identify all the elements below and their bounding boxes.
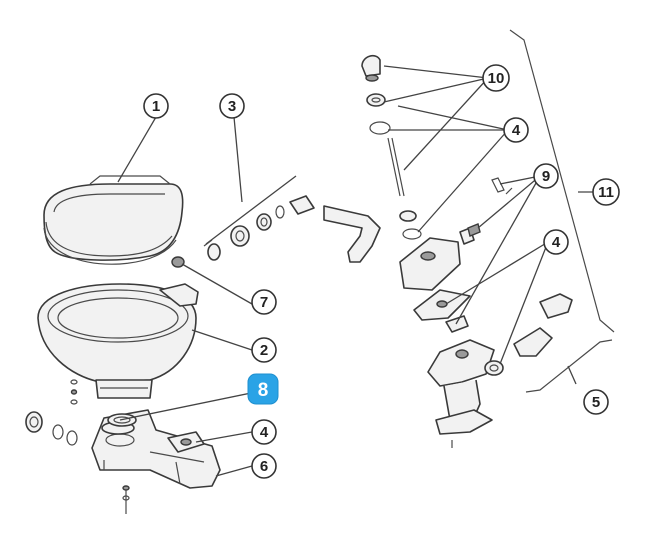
callout-11-label: 11 [598, 184, 614, 201]
callout-4-middle: 4 [543, 229, 569, 255]
inlet-fitting [484, 293, 573, 376]
toilet-lid [43, 175, 184, 265]
callout-5-label: 5 [592, 394, 600, 411]
callout-1: 1 [143, 93, 169, 119]
callout-4-lower-label: 4 [260, 424, 269, 441]
callout-4-middle-label: 4 [552, 234, 561, 251]
callout-4-upper-label: 4 [512, 122, 521, 139]
bracket-5 [525, 339, 613, 393]
callout-7: 7 [251, 289, 277, 315]
callout-6: 6 [251, 453, 277, 479]
bracket-11 [509, 29, 615, 333]
hose-assembly [205, 175, 381, 263]
callout-8-label: 8 [258, 380, 269, 401]
callout-3: 3 [219, 93, 245, 119]
spring-clips [467, 177, 513, 237]
callout-4-lower: 4 [251, 419, 277, 445]
callout-2: 2 [251, 337, 277, 363]
pump-handle-top [361, 54, 422, 240]
callout-9: 9 [533, 163, 559, 189]
callout-11: 11 [592, 178, 620, 206]
base-bolt [122, 485, 130, 514]
leader-lines [117, 65, 600, 477]
small-washers-left [70, 379, 78, 405]
bracket-3 [203, 239, 213, 247]
outlet-fitting [25, 411, 78, 446]
toilet-bowl [37, 283, 199, 399]
pump-cylinder-lower [427, 339, 495, 435]
pump-cylinder-upper [399, 227, 475, 291]
callout-6-label: 6 [260, 458, 268, 475]
callout-1-label: 1 [152, 98, 160, 115]
callout-10: 10 [482, 64, 510, 92]
callout-2-label: 2 [260, 342, 268, 359]
callout-7-label: 7 [260, 294, 268, 311]
callout-3-label: 3 [228, 98, 236, 115]
pump-base [91, 409, 221, 489]
callout-9-label: 9 [542, 168, 550, 185]
lower-valve-plate [167, 431, 205, 453]
flap-valve [445, 315, 469, 333]
callout-8-highlighted: 8 [247, 373, 279, 405]
hinge-bolt [171, 256, 185, 268]
callout-4-upper: 4 [503, 117, 529, 143]
callout-5: 5 [583, 389, 609, 415]
callout-10-label: 10 [488, 70, 505, 87]
